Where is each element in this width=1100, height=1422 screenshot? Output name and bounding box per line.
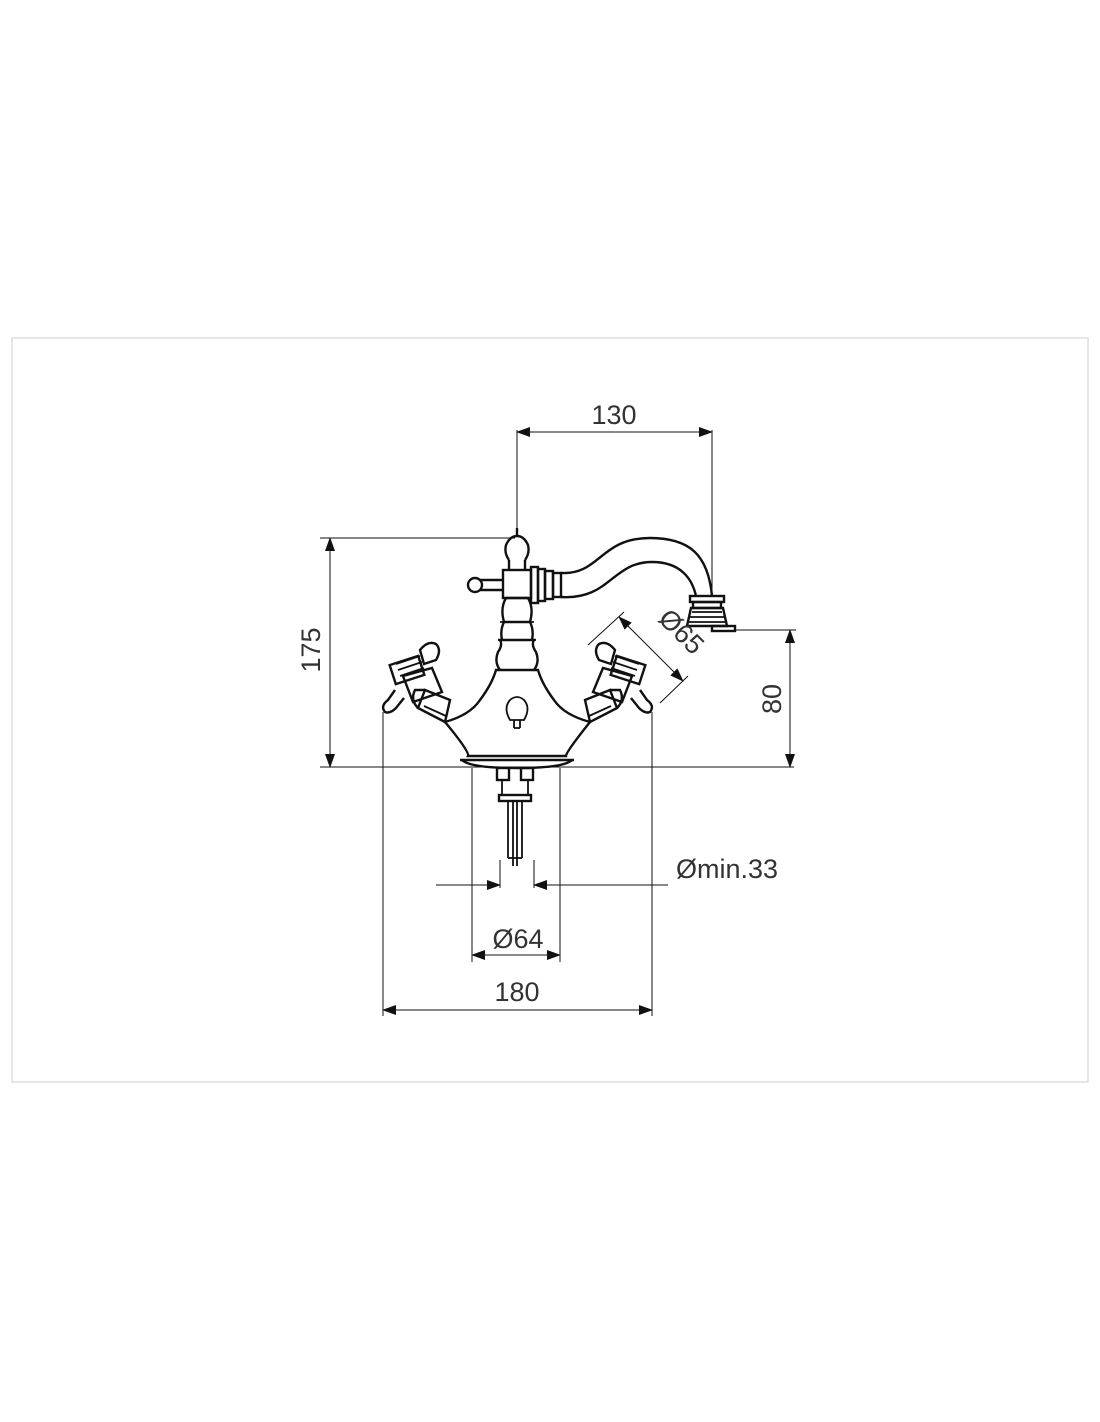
drawing-frame — [11, 337, 1089, 1083]
dimension-lines — [320, 427, 796, 1016]
supply-tubes — [495, 766, 535, 866]
right-cross-handle — [583, 641, 654, 724]
dim-total-width: 180 — [494, 977, 539, 1007]
faucet-outline — [444, 528, 737, 770]
left-cross-handle — [381, 641, 452, 724]
dim-spout-reach: 130 — [591, 400, 636, 430]
dim-spout-outlet-height: 80 — [757, 684, 787, 714]
dim-hole-min-diameter: Ømin.33 — [676, 854, 778, 884]
dim-total-height: 175 — [296, 627, 326, 672]
dim-base-diameter: Ø64 — [492, 924, 543, 954]
